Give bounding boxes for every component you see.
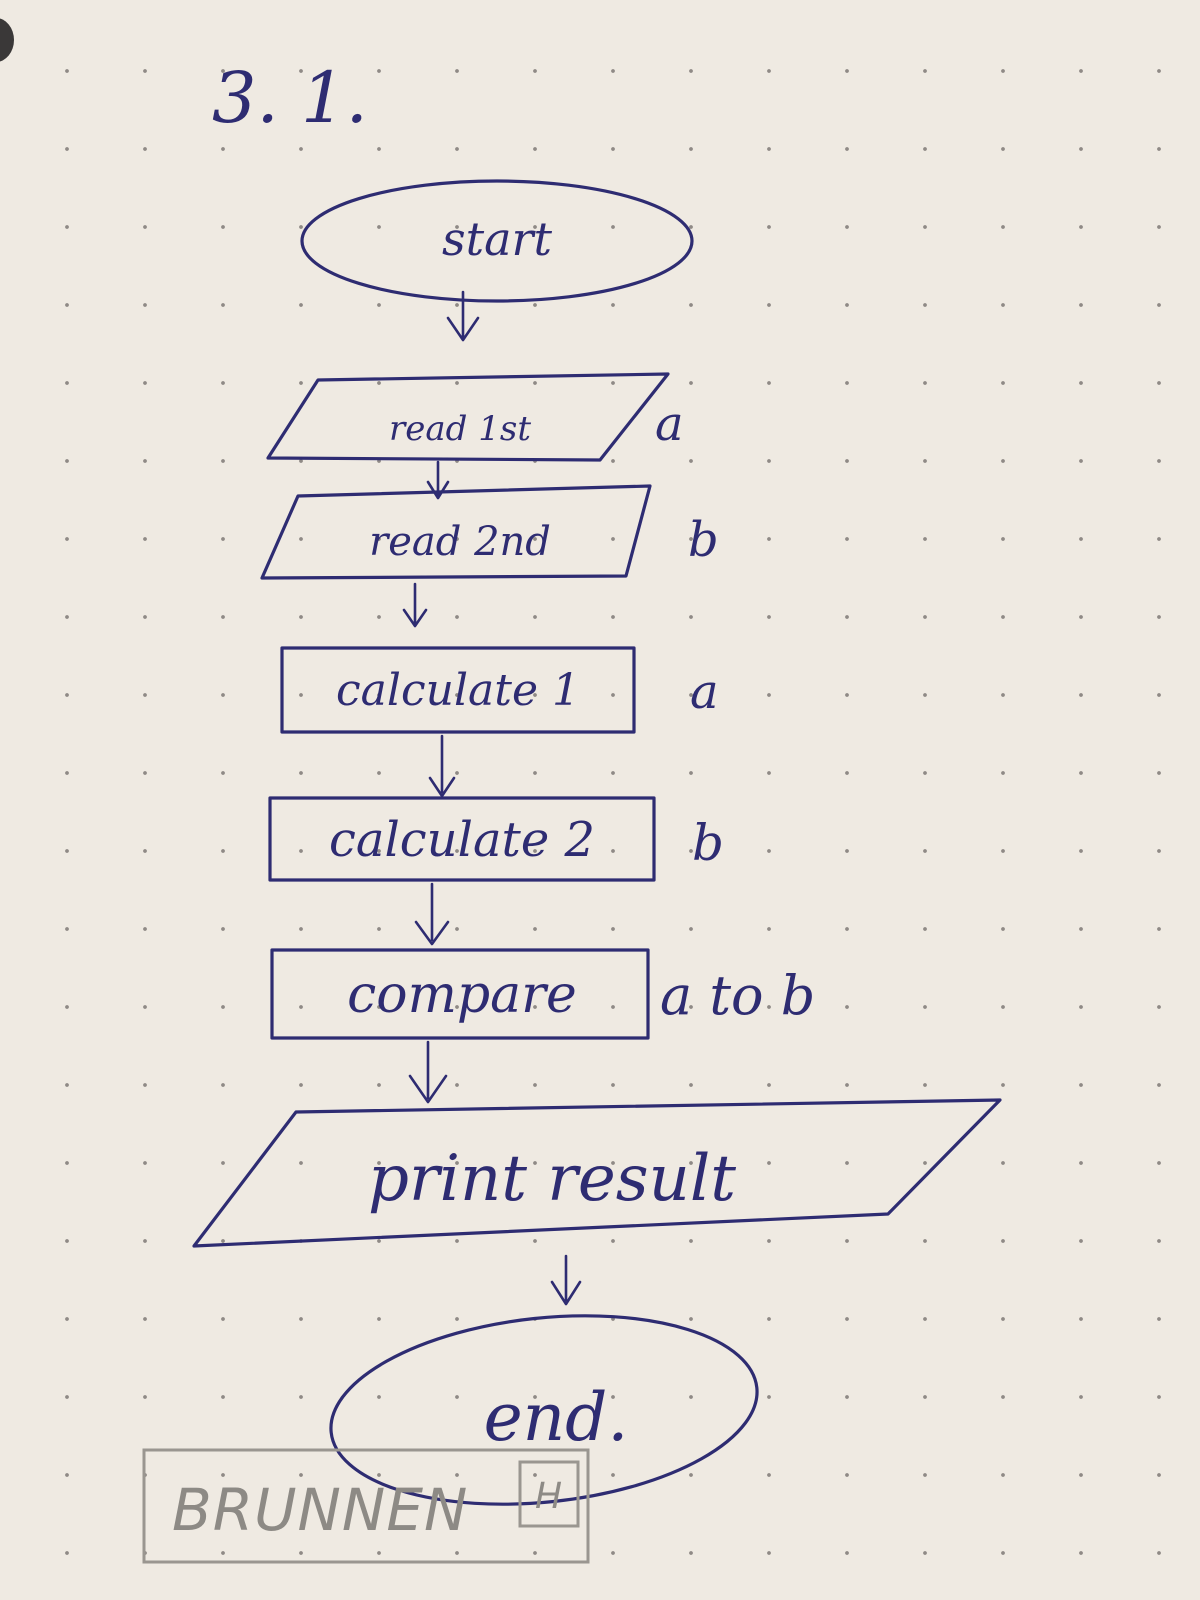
arrow-read2-to-calc1 <box>402 582 428 628</box>
start-label: start <box>442 212 553 266</box>
compare-label: compare <box>347 965 577 1025</box>
end-label: end. <box>484 1379 629 1456</box>
calculate-1-process <box>280 646 636 734</box>
arrow-start-to-read1 <box>446 290 480 342</box>
start-terminator <box>300 179 694 303</box>
compare-side-note: a to b <box>660 964 815 1027</box>
print-result-label: print result <box>368 1142 736 1216</box>
calculate-1-label: calculate 1 <box>336 665 580 716</box>
brand-name: BRUNNEN <box>172 1476 468 1544</box>
arrow-read1-to-read2 <box>426 460 450 500</box>
arrow-print-to-end <box>550 1254 582 1306</box>
calculate-1-side-note: a <box>690 664 719 720</box>
compare-process <box>270 948 650 1040</box>
print-result-output <box>192 1098 1002 1248</box>
arrow-calc1-to-calc2 <box>428 734 456 798</box>
read-second-label: read 2nd <box>369 519 551 565</box>
arrow-compare-to-print <box>408 1040 448 1104</box>
arrow-calc2-to-compare <box>414 882 450 946</box>
brand-mark-box <box>518 1460 580 1528</box>
page-edge-shadow <box>0 18 14 62</box>
calculate-2-label: calculate 2 <box>329 812 595 868</box>
read-first-label: read 1st <box>389 409 531 449</box>
end-terminator <box>329 1314 759 1506</box>
calculate-2-process <box>268 796 656 882</box>
read-second-side-note: b <box>688 512 719 568</box>
read-first-input <box>266 372 670 462</box>
calculate-2-side-note: b <box>692 814 724 872</box>
brand-frame <box>142 1448 590 1564</box>
heading-label: 3. 1. <box>212 57 368 139</box>
brunnen-logo: BRUNNEN H <box>142 1448 590 1564</box>
brand-mark-letter: H <box>535 1476 563 1517</box>
read-second-input <box>260 484 652 580</box>
read-first-side-note: a <box>655 396 684 452</box>
